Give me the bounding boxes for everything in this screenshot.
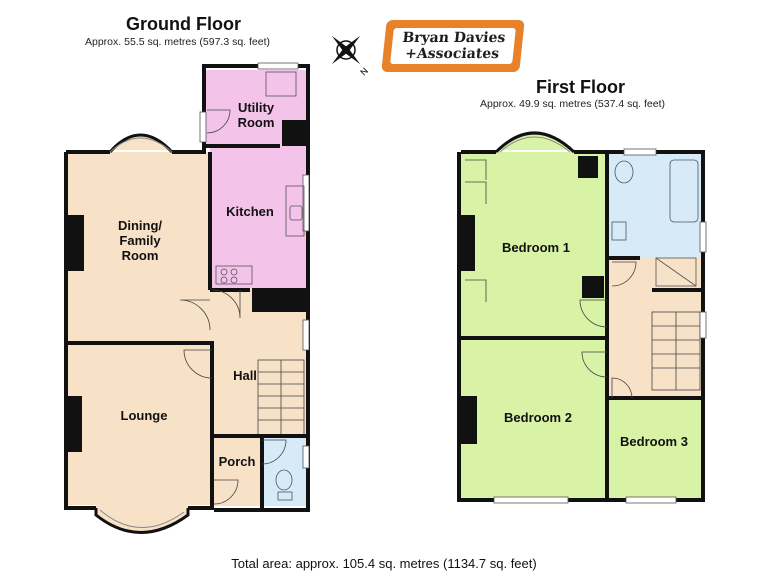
ground-floor-area: Approx. 55.5 sq. metres (597.3 sq. feet): [85, 36, 271, 48]
first-stairs: [651, 311, 701, 391]
wc-floor: [262, 436, 306, 506]
lounge-floor: [66, 343, 214, 505]
room-label-bedroom3: Bedroom 3: [620, 434, 688, 449]
room-label-bedroom2: Bedroom 2: [504, 410, 572, 425]
room-label-bedroom1: Bedroom 1: [502, 240, 570, 255]
compass-north-label: N: [358, 66, 370, 78]
room-label-utility-line2: Room: [238, 115, 275, 130]
compass-icon: N: [331, 35, 370, 78]
first-floor-area: Approx. 49.9 sq. metres (537.4 sq. feet): [480, 98, 666, 110]
first-floor-title: First Floor: [536, 77, 625, 97]
room-label-dining-line3: Room: [122, 248, 159, 263]
porch-floor: [214, 436, 262, 506]
bedroom3-floor: [607, 398, 701, 498]
first-floor-plan: Bedroom 1 Bedroom 2 Bedroom 3: [457, 131, 707, 504]
room-label-hall: Hall: [233, 368, 257, 383]
ground-floor-title: Ground Floor: [126, 14, 241, 34]
room-label-dining-line2: Family: [119, 233, 161, 248]
total-area: Total area: approx. 105.4 sq. metres (11…: [231, 556, 537, 571]
room-label-kitchen: Kitchen: [226, 204, 274, 219]
room-label-lounge: Lounge: [121, 408, 168, 423]
room-label-dining-line1: Dining/: [118, 218, 162, 233]
room-label-utility-line1: Utility: [238, 100, 275, 115]
ground-floor-plan: Utility Room Kitchen Dining/ Family Room…: [64, 62, 310, 534]
bedroom2-floor: [461, 338, 607, 498]
dining-room-floor: [66, 152, 210, 344]
landing-floor: [605, 258, 701, 398]
room-label-porch: Porch: [219, 454, 256, 469]
